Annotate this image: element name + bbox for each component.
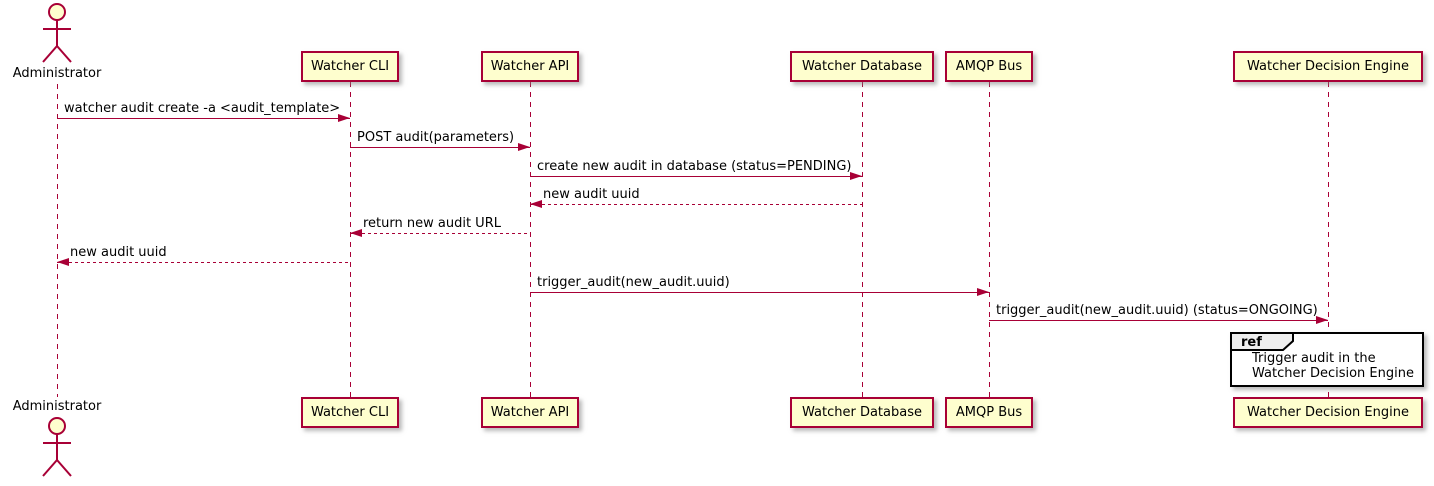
message-label: trigger_audit(new_audit.uuid) [537,275,730,290]
ref-tab-shape [1230,332,1294,351]
arrowhead-icon [530,200,542,208]
lifeline-amqp-bus [989,82,990,397]
participant-box-top: AMQP Bus [945,51,1033,82]
arrowhead-icon [518,143,530,151]
message-line [530,176,862,177]
participant-box-top: Watcher API [481,51,579,82]
actor-leg-left [42,459,58,477]
actor-head [48,3,66,21]
message-label: watcher audit create -a <audit_template> [64,101,341,116]
ref-body: Trigger audit in the Watcher Decision En… [1252,351,1414,381]
message-label: new audit uuid [543,187,640,202]
message-label: new audit uuid [70,245,167,260]
participant-box-top: Watcher Database [790,51,934,82]
message-label: return new audit URL [363,216,501,231]
arrowhead-icon [977,288,989,296]
participant-box-top: Watcher Decision Engine [1233,51,1423,82]
participant-box-bottom: Watcher Database [790,397,934,428]
actor-leg-left [42,45,58,63]
ref-fragment: ref Trigger audit in the Watcher Decisio… [1230,332,1424,387]
message-label: trigger_audit(new_audit.uuid) (status=ON… [996,303,1318,318]
ref-tab: ref [1230,332,1294,351]
lifeline-administrator [57,84,58,397]
participant-box-bottom: Watcher CLI [301,397,399,428]
message-line [57,262,350,263]
participant-box-top: Watcher CLI [301,51,399,82]
arrowhead-icon [1316,316,1328,324]
message-label: POST audit(parameters) [357,130,515,145]
message-line [350,233,530,234]
actor-figure-top [42,3,72,63]
arrowhead-icon [57,258,69,266]
ref-text-line: Trigger audit in the [1252,351,1376,366]
arrowhead-icon [850,172,862,180]
participant-box-bottom: Watcher API [481,397,579,428]
lifeline-watcher-database [862,82,863,397]
participant-box-bottom: AMQP Bus [945,397,1033,428]
arrowhead-icon [338,114,350,122]
message-line [350,147,530,148]
actor-head [48,417,66,435]
lifeline-watcher-cli [350,82,351,397]
actor-figure-bottom [42,417,72,477]
actor-label-top: Administrator [12,66,102,81]
ref-text-line: Watcher Decision Engine [1252,366,1414,381]
participant-box-bottom: Watcher Decision Engine [1233,397,1423,428]
message-line [989,320,1328,321]
actor-label-bottom: Administrator [12,399,102,414]
lifeline-watcher-decision-engine [1328,82,1329,397]
actor-leg-right [56,45,72,63]
arrowhead-icon [350,229,362,237]
message-line [57,118,350,119]
message-line [530,292,989,293]
message-label: create new audit in database (status=PEN… [537,159,852,174]
lifeline-watcher-api [530,82,531,397]
message-line [530,204,862,205]
ref-keyword: ref [1241,335,1262,350]
actor-leg-right [56,459,72,477]
